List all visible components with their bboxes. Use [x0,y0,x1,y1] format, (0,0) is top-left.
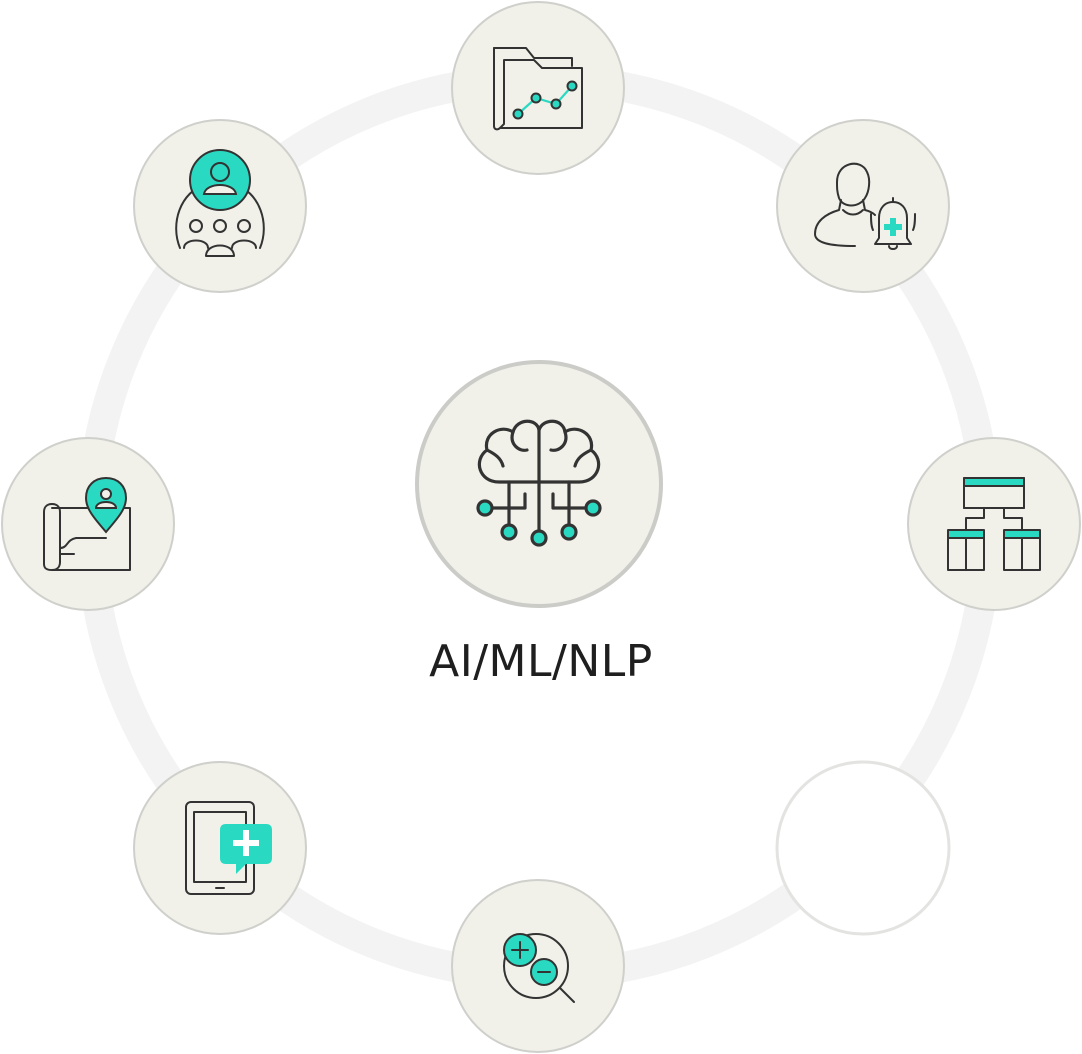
node-bottom [451,879,625,1053]
node-bottom-right [775,760,951,936]
node-top-left [133,119,307,293]
zoom-in-out-icon [503,933,575,1003]
patient-alert-bell-icon [814,162,916,250]
center-node [415,360,663,608]
tablet-medical-chat-icon [185,801,272,895]
center-label: AI/ML/NLP [429,636,653,687]
node-top-right [776,119,950,293]
node-left [1,437,175,611]
brain-circuit-icon [476,419,602,547]
user-group-icon [175,149,265,257]
map-location-pin-icon [43,476,131,571]
node-bottom-left [133,761,307,935]
org-chart-icon [947,477,1041,571]
folder-chart-icon [493,47,583,131]
node-right [907,437,1081,611]
node-top [451,1,625,175]
